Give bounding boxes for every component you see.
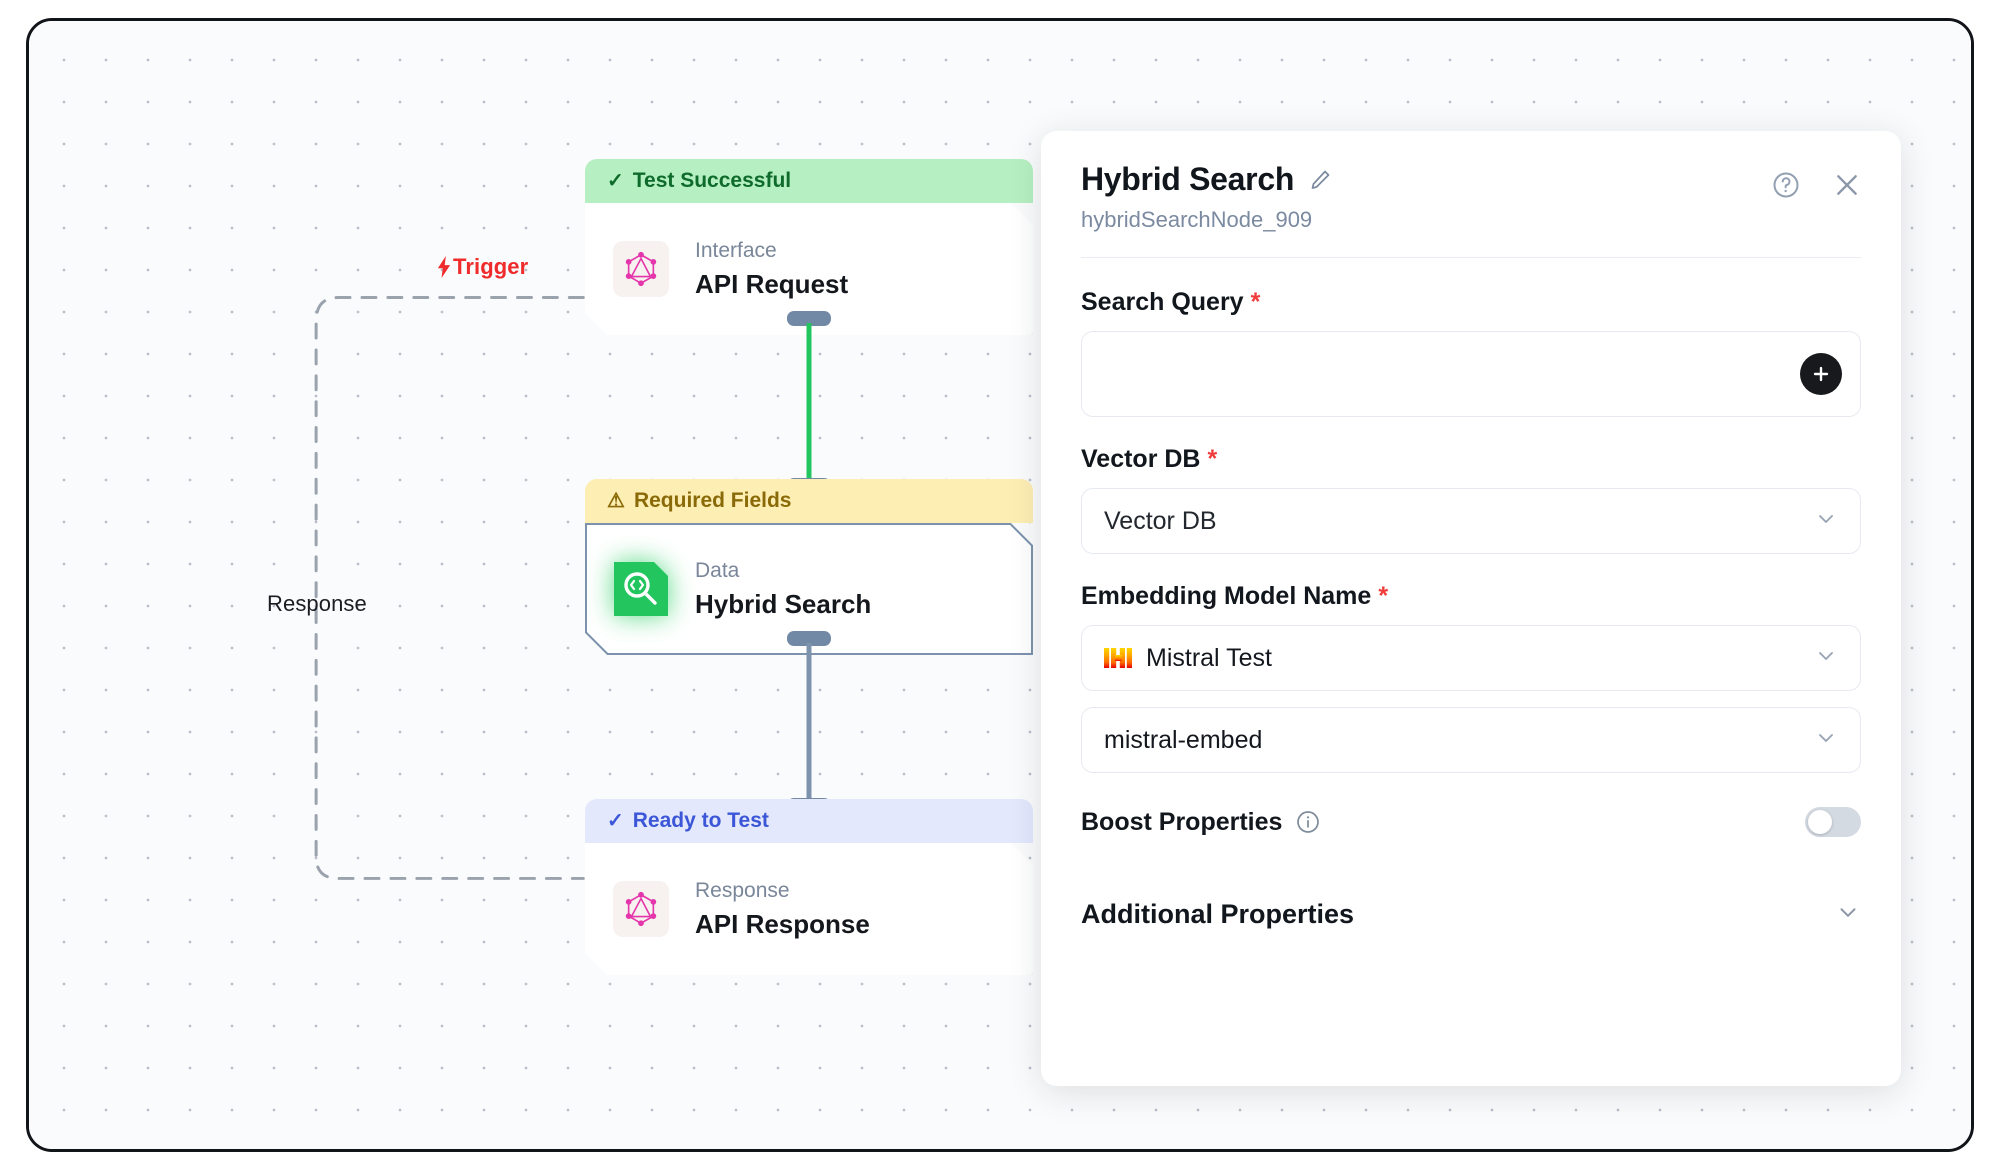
panel-header: Hybrid Search hybridSearchNode_909	[1041, 131, 1901, 233]
check-icon: ✓	[607, 810, 624, 832]
app-window: Trigger Response ✓ Test Successful	[26, 18, 1974, 1152]
edge-label-trigger: Trigger	[436, 254, 528, 280]
field-label-text: Vector DB	[1081, 445, 1201, 473]
chevron-down-icon	[1835, 899, 1861, 930]
node-status-label: Test Successful	[632, 169, 792, 192]
embedding-model-select[interactable]: mistral-embed	[1081, 707, 1861, 773]
flow-node-api-request[interactable]: ✓ Test Successful	[585, 159, 1033, 335]
search-query-input-box[interactable]	[1081, 331, 1861, 417]
node-status-badge: ✓ Ready to Test	[585, 799, 1033, 843]
additional-properties-accordion[interactable]: Additional Properties	[1081, 899, 1861, 930]
chevron-down-icon	[1814, 507, 1838, 536]
help-circle-icon[interactable]	[1771, 170, 1801, 200]
field-label: Embedding Model Name *	[1081, 582, 1861, 611]
graphql-icon	[613, 881, 669, 937]
boost-properties-toggle[interactable]	[1805, 807, 1861, 837]
additional-properties-label: Additional Properties	[1081, 899, 1355, 929]
required-marker: *	[1207, 445, 1218, 473]
flow-node-api-response[interactable]: ✓ Ready to Test	[585, 799, 1033, 975]
field-vector-db: Vector DB * Vector DB	[1081, 445, 1861, 554]
connector-handle-top[interactable]	[787, 311, 831, 326]
node-id-label: hybridSearchNode_909	[1081, 207, 1313, 232]
node-status-label: Ready to Test	[632, 809, 769, 832]
edge-label-trigger-text: Trigger	[453, 254, 529, 279]
vector-db-value: Vector DB	[1104, 506, 1217, 535]
node-kind: Response	[695, 878, 790, 902]
connector-line	[806, 323, 812, 481]
boost-properties-label-text: Boost Properties	[1081, 807, 1283, 836]
node-title: API Response	[695, 908, 870, 939]
panel-title-row: Hybrid Search	[1081, 161, 1861, 198]
flow-node-hybrid-search[interactable]: ⚠ Required Fields	[585, 479, 1033, 655]
node-status-badge: ✓ Test Successful	[585, 159, 1033, 203]
boost-properties-label: Boost Properties	[1081, 808, 1321, 837]
connector-line	[806, 643, 812, 801]
hybrid-search-icon	[613, 561, 669, 617]
chevron-down-icon	[1814, 726, 1838, 755]
check-icon: ✓	[607, 170, 624, 192]
node-title: API Request	[695, 268, 849, 299]
add-search-query-button[interactable]	[1800, 353, 1842, 395]
node-status-label: Required Fields	[633, 489, 792, 512]
node-kind: Interface	[695, 238, 777, 262]
node-texts: Response API Response	[695, 879, 870, 940]
connector-search-to-response[interactable]	[785, 631, 833, 813]
node-texts: Data Hybrid Search	[695, 559, 871, 620]
field-search-query: Search Query *	[1081, 288, 1861, 417]
field-label: Search Query *	[1081, 288, 1861, 317]
field-boost-properties: Boost Properties	[1081, 807, 1861, 837]
field-label-text: Embedding Model Name	[1081, 582, 1372, 610]
embedding-connection-value: Mistral Test	[1146, 643, 1272, 672]
graphql-icon	[613, 241, 669, 297]
vector-db-select[interactable]: Vector DB	[1081, 488, 1861, 554]
info-circle-icon[interactable]	[1295, 809, 1321, 835]
toggle-knob	[1808, 810, 1832, 834]
mistral-icon	[1104, 648, 1132, 668]
required-marker: *	[1378, 582, 1389, 610]
embedding-model-value: mistral-embed	[1104, 725, 1263, 754]
pencil-icon[interactable]	[1308, 168, 1332, 192]
node-kind: Data	[695, 558, 740, 582]
required-marker: *	[1250, 288, 1261, 316]
node-card[interactable]: Response API Response	[585, 843, 1033, 975]
node-texts: Interface API Request	[695, 239, 848, 300]
node-card[interactable]: Interface API Request	[585, 203, 1033, 335]
field-label-text: Search Query	[1081, 288, 1244, 316]
node-title: Hybrid Search	[695, 588, 872, 619]
embedding-connection-select[interactable]: Mistral Test	[1081, 625, 1861, 691]
connector-request-to-search[interactable]	[785, 311, 833, 493]
field-label: Vector DB *	[1081, 445, 1861, 474]
connector-handle-top[interactable]	[787, 631, 831, 646]
header-divider	[1081, 257, 1861, 258]
panel-body: Search Query * Vector DB *	[1041, 258, 1901, 1086]
field-embedding-model: Embedding Model Name *	[1081, 582, 1861, 773]
page-title: Hybrid Search	[1081, 161, 1295, 197]
panel-header-actions	[1771, 169, 1863, 201]
close-icon[interactable]	[1831, 169, 1863, 201]
warning-icon: ⚠	[607, 490, 625, 512]
bolt-icon	[437, 256, 451, 278]
node-properties-panel: Hybrid Search hybridSearchNode_909	[1041, 131, 1901, 1086]
edge-label-response: Response	[267, 591, 367, 616]
node-status-badge: ⚠ Required Fields	[585, 479, 1033, 523]
plus-icon	[1813, 366, 1829, 382]
chevron-down-icon	[1814, 644, 1838, 673]
